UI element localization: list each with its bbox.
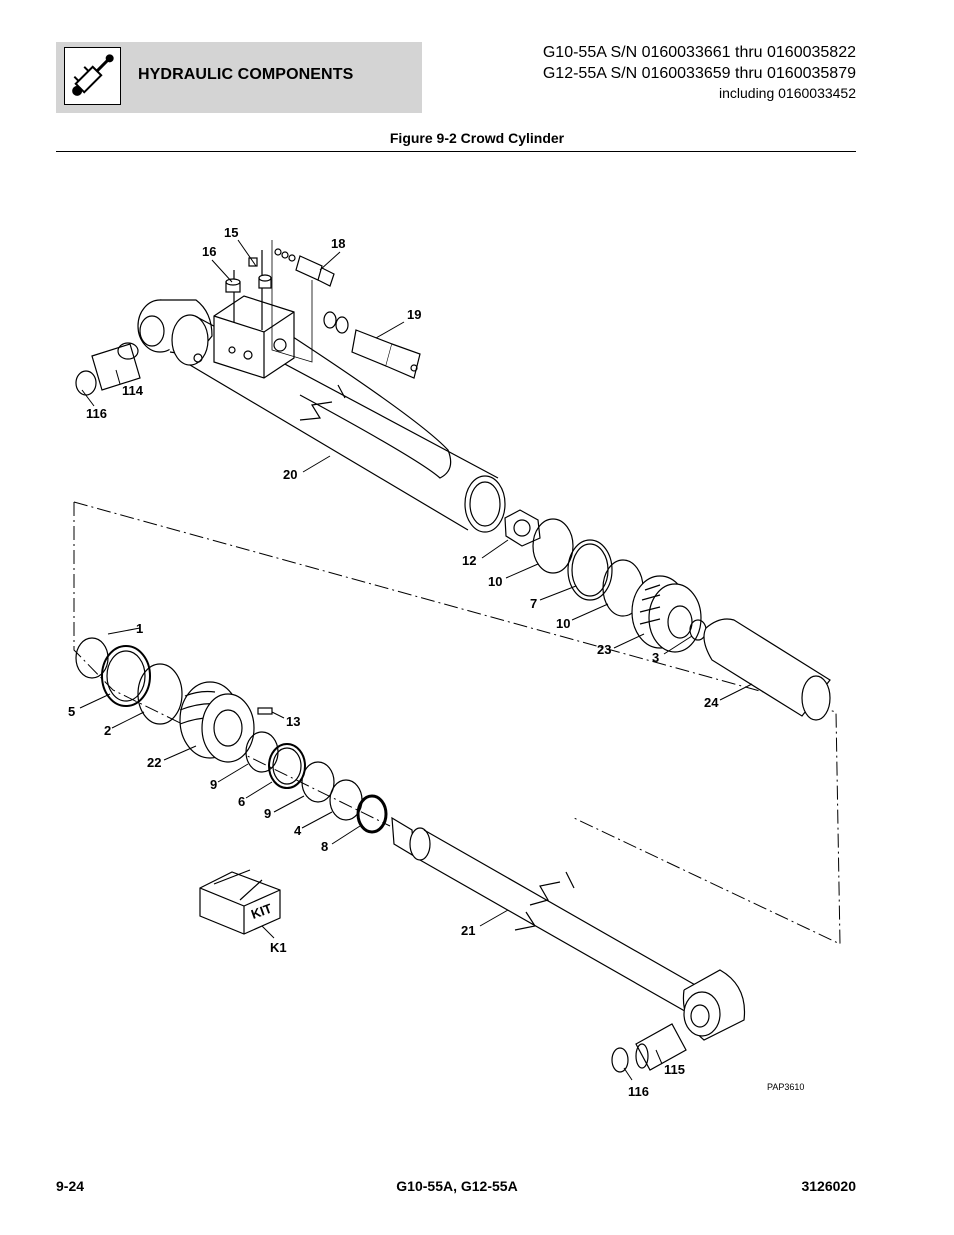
piston-nut (504, 509, 541, 547)
callout-115: 115 (664, 1062, 685, 1077)
cylinder-barrel (137, 299, 506, 533)
callout-20: 20 (283, 467, 297, 482)
seal-kit-box (199, 869, 281, 935)
leader-lines (79, 239, 753, 1081)
callout-18: 18 (331, 236, 345, 251)
section-header: HYDRAULIC COMPONENTS (56, 42, 422, 113)
model-line-3: including 0160033452 (718, 85, 856, 101)
model-line-2: G12-55A S/N 0160033659 thru 0160035879 (542, 65, 856, 82)
model-line-1: G10-55A S/N 0160033661 thru 0160035822 (542, 44, 856, 61)
callout-116-lower: 116 (628, 1084, 649, 1099)
piston (631, 575, 702, 653)
callout-10-upper: 10 (488, 574, 502, 589)
valve-cartridge-large (323, 311, 421, 379)
callout-23: 23 (597, 642, 611, 657)
callout-114: 114 (122, 383, 144, 398)
wiper-8 (356, 794, 388, 834)
backup-ring-2 (137, 663, 183, 725)
callout-21: 21 (461, 923, 475, 938)
assembly-boundary (73, 501, 841, 945)
callout-16: 16 (202, 244, 216, 259)
callout-12: 12 (462, 553, 476, 568)
valve-cartridge-small (274, 248, 335, 287)
pin-lower (611, 1023, 687, 1073)
stop-tube (703, 618, 831, 721)
wiper-5 (101, 645, 151, 707)
callout-24: 24 (704, 695, 719, 710)
model-applicability: G10-55A S/N 0160033661 thru 0160035822 G… (543, 42, 856, 103)
callout-5: 5 (68, 704, 75, 719)
rod-seal-6 (268, 743, 306, 789)
callout-9-lower: 9 (264, 806, 271, 821)
callout-7: 7 (530, 596, 537, 611)
callout-15: 15 (224, 225, 238, 240)
cylinder-rod (391, 816, 705, 1015)
o-ring-1 (75, 637, 109, 679)
callout-8: 8 (321, 839, 328, 854)
section-title: HYDRAULIC COMPONENTS (138, 66, 354, 83)
callout-22: 22 (147, 755, 161, 770)
callout-13: 13 (286, 714, 300, 729)
mount-bolts (225, 257, 272, 293)
figure-ref-code: PAP3610 (767, 1082, 804, 1092)
backup-ring-a (532, 518, 574, 574)
callout-6: 6 (238, 794, 245, 809)
cylinder-head (179, 681, 255, 763)
callout-116-upper: 116 (86, 406, 107, 421)
callout-1: 1 (136, 621, 143, 636)
piston-seal (567, 539, 613, 601)
callout-3: 3 (652, 650, 659, 665)
page-number: 9-24 (56, 1178, 85, 1194)
manifold-block (193, 240, 313, 379)
callout-4: 4 (294, 823, 302, 838)
callout-2: 2 (104, 723, 111, 738)
pin-upper (75, 342, 141, 396)
document-number: 3126020 (801, 1178, 856, 1194)
hydraulic-cylinder-icon (64, 47, 121, 105)
rod-eye (682, 969, 746, 1041)
callout-numbers: 15 16 18 19 114 116 20 12 10 7 10 23 3 2… (68, 225, 719, 1099)
header-rule (56, 151, 856, 152)
callout-K1: K1 (270, 940, 287, 955)
footer-models: G10-55A, G12-55A (396, 1178, 518, 1194)
callout-19: 19 (407, 307, 421, 322)
figure-title: Figure 9-2 Crowd Cylinder (389, 130, 565, 146)
backup-ring-9b (301, 761, 335, 803)
set-screw-13 (257, 707, 273, 715)
assembly-centerline (73, 502, 391, 827)
callout-9-upper: 9 (210, 777, 217, 792)
callout-10-lower: 10 (556, 616, 570, 631)
kit-label: KIT (249, 901, 274, 922)
